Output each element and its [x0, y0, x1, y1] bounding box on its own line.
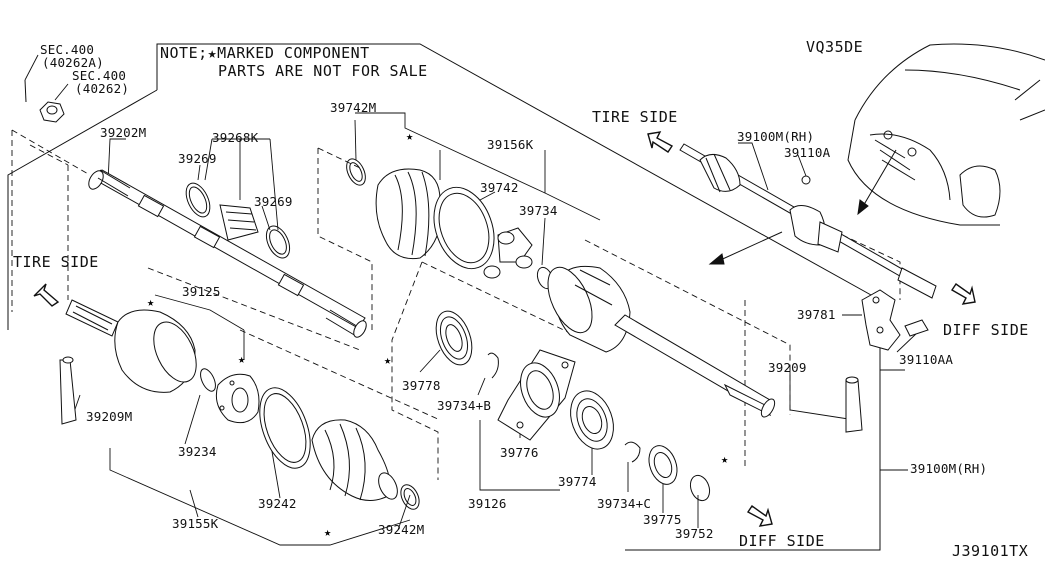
part-39110A: 39110A: [784, 145, 831, 160]
tripod-joint: [483, 227, 554, 290]
lock-nut: [24, 79, 65, 123]
assembly-thumbnail: [679, 143, 937, 299]
part-39242M: 39242M: [378, 522, 425, 537]
note-line-2: PARTS ARE NOT FOR SALE: [218, 62, 428, 80]
star-marker: ★: [238, 352, 246, 366]
part-39734-b: 39734+B: [437, 398, 492, 413]
star-marker: ★: [406, 129, 414, 143]
part-39156K: 39156K: [487, 137, 534, 152]
part-39774: 39774: [558, 474, 597, 489]
part-39776: 39776: [500, 445, 539, 460]
engine-model: VQ35DE: [806, 38, 864, 56]
tire-side-left: TIRE SIDE: [13, 253, 99, 271]
part-39234: 39234: [178, 444, 217, 459]
part-39268K: 39268K: [212, 130, 259, 145]
star-marker: ★: [147, 295, 155, 309]
part-39242: 39242: [258, 496, 297, 511]
part-39269-a: 39269: [178, 151, 217, 166]
part-39752: 39752: [675, 526, 714, 541]
part-39742M: 39742M: [330, 100, 377, 115]
part-39100M-side: 39100M(RH): [910, 461, 988, 476]
end-plug: [845, 376, 863, 433]
part-39775: 39775: [643, 512, 682, 527]
section-ref-2-code: (40262): [75, 81, 130, 96]
car-front-outline: [847, 43, 1045, 226]
part-39742: 39742: [480, 180, 519, 195]
star-marker: ★: [384, 353, 392, 367]
part-39778: 39778: [402, 378, 441, 393]
direction-arrows: [33, 131, 976, 527]
tire-side-right: TIRE SIDE: [592, 108, 678, 126]
part-39100M-top: 39100M(RH): [737, 129, 815, 144]
outer-joint: [59, 299, 260, 425]
part-39209M: 39209M: [86, 409, 133, 424]
part-39126: 39126: [468, 496, 507, 511]
knuckle-bracket: [861, 289, 929, 351]
lower-boot: [259, 387, 420, 510]
star-marker: ★: [324, 525, 332, 539]
upper-boot: [346, 158, 495, 270]
part-39155K: 39155K: [172, 516, 219, 531]
assembly-frame: [7, 43, 881, 551]
part-39202M: 39202M: [100, 125, 147, 140]
note-line-1: NOTE;★MARKED COMPONENT: [160, 44, 370, 62]
part-39734-c: 39734+C: [597, 496, 652, 511]
part-39110AA: 39110AA: [899, 352, 954, 367]
diagram-code: J39101TX: [952, 542, 1029, 560]
small-boot: [185, 182, 291, 259]
star-marker: ★: [721, 452, 729, 466]
section-ref-1-code: (40262A): [42, 55, 104, 70]
inner-shaft: [88, 169, 367, 338]
joint-housing: [547, 265, 776, 418]
pointer-arrows: [708, 149, 897, 265]
diff-side-bottom: DIFF SIDE: [739, 532, 825, 550]
section-ref-2: SEC.400: [72, 68, 127, 83]
part-39125: 39125: [182, 284, 221, 299]
section-ref-1: SEC.400: [40, 42, 95, 57]
part-39734: 39734: [519, 203, 558, 218]
part-39209: 39209: [768, 360, 807, 375]
part-39781: 39781: [797, 307, 836, 322]
diff-side-right: DIFF SIDE: [943, 321, 1029, 339]
part-39269-b: 39269: [254, 194, 293, 209]
bearing-group: [435, 310, 711, 502]
leader-lines: [24, 54, 919, 551]
dashed-guides: [11, 129, 901, 480]
